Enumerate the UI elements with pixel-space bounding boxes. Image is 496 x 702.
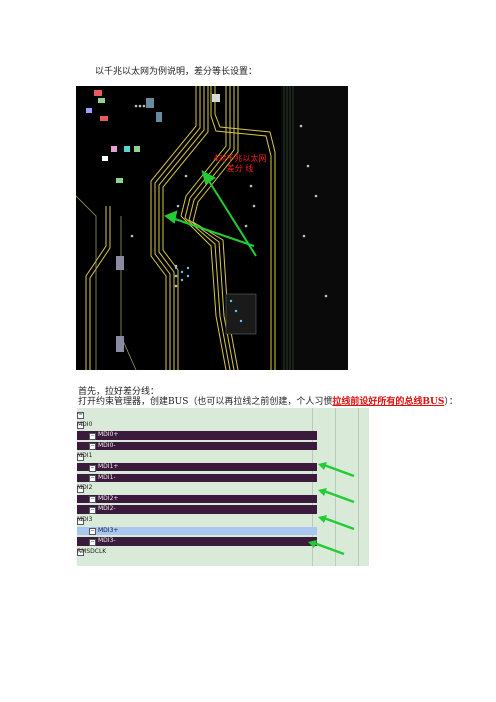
- constraint-manager-table: −—−MDI0−MDI0+−MDI0-−MDI1−MDI1+−MDI1-−MDI…: [77, 408, 369, 566]
- bus-group-row[interactable]: −—: [77, 410, 369, 419]
- bus-group-row[interactable]: −RMSDCLK: [77, 547, 369, 557]
- net-row[interactable]: −MDI0+: [77, 431, 317, 440]
- column-divider: [358, 408, 359, 566]
- expand-collapse-icon[interactable]: −: [89, 464, 96, 472]
- expand-collapse-icon[interactable]: −: [77, 422, 84, 430]
- expand-collapse-icon[interactable]: −: [77, 453, 84, 461]
- step1-text: 首先，拉好差分线：: [78, 387, 160, 397]
- row-label: MDI3: [77, 516, 93, 523]
- expand-collapse-icon[interactable]: −: [77, 549, 84, 557]
- intro-text: 以千兆以太网为例说明，差分等长设置：: [95, 67, 258, 77]
- row-label: MDI3-: [98, 537, 116, 545]
- pcb-layout-screenshot: 4对千兆以太网 差分 线: [76, 86, 348, 370]
- row-label: MDI1+: [98, 463, 119, 470]
- expand-collapse-icon[interactable]: −: [89, 538, 96, 546]
- net-row[interactable]: −MDI2-: [77, 505, 317, 514]
- expand-collapse-icon[interactable]: −: [77, 517, 84, 525]
- net-row[interactable]: −MDI1-: [77, 473, 317, 483]
- step2-text: 打开约束管理器，创建BUS（也可以再拉线之前创建，个人习惯拉线前设好所有的总线B…: [78, 394, 458, 407]
- expand-collapse-icon[interactable]: −: [77, 485, 84, 493]
- row-label: MDI2+: [98, 494, 119, 502]
- row-label: MDI0+: [98, 431, 119, 439]
- pcb-annotation: 4对千兆以太网 差分 线: [213, 154, 267, 173]
- column-divider: [312, 408, 313, 566]
- net-row[interactable]: −MDI2+: [77, 494, 317, 504]
- expand-collapse-icon[interactable]: −: [89, 475, 96, 483]
- bus-group-row[interactable]: −MDI1: [77, 452, 369, 461]
- bus-group-row[interactable]: −MDI0: [77, 420, 369, 430]
- net-row[interactable]: −MDI3-: [77, 537, 317, 546]
- bus-group-row[interactable]: −MDI2: [77, 484, 369, 493]
- column-divider: [335, 408, 336, 566]
- row-label: RMSDCLK: [77, 547, 107, 555]
- step2-highlight: 拉线前设好所有的总线BUS: [332, 397, 445, 407]
- row-label: —: [77, 410, 83, 417]
- expand-collapse-icon[interactable]: −: [89, 506, 96, 514]
- expand-collapse-icon[interactable]: −: [77, 411, 84, 419]
- row-label: MDI2: [77, 484, 93, 492]
- row-label: MDI3+: [98, 526, 119, 534]
- expand-collapse-icon[interactable]: −: [89, 496, 96, 504]
- expand-collapse-icon[interactable]: −: [89, 432, 96, 440]
- step2-suffix: ）：: [444, 397, 458, 407]
- bus-group-row[interactable]: −MDI3: [77, 516, 369, 525]
- row-label: MDI1: [77, 452, 93, 460]
- step2-prefix: 打开约束管理器，创建BUS（也可以再拉线之前创建，个人习惯: [78, 397, 333, 407]
- net-row[interactable]: −MDI1+: [77, 463, 317, 472]
- row-label: MDI2-: [98, 505, 116, 513]
- net-row[interactable]: −MDI3+: [77, 526, 317, 536]
- expand-collapse-icon[interactable]: −: [89, 528, 96, 536]
- row-label: MDI1-: [98, 473, 116, 481]
- net-row[interactable]: −MDI0-: [77, 441, 317, 451]
- row-label: MDI0: [77, 420, 93, 428]
- expand-collapse-icon[interactable]: −: [89, 443, 96, 451]
- row-label: MDI0-: [98, 441, 116, 449]
- pcb-drawing: [76, 86, 348, 370]
